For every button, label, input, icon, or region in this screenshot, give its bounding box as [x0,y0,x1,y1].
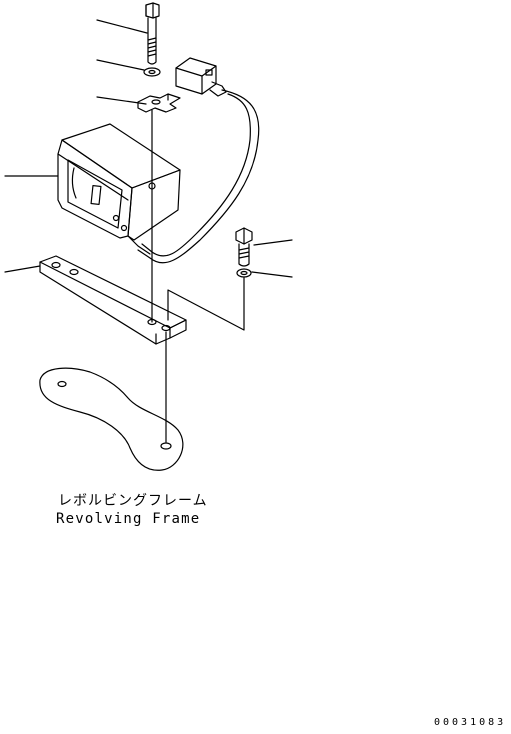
right-washer [236,268,252,278]
wire-harness [137,89,260,264]
assembly-route-line [167,277,245,331]
leader-plate [4,265,41,273]
leader-lines [4,19,293,278]
frame-label-jp: レボルビングフレーム [58,493,208,509]
mounting-plate [39,255,187,345]
revolving-frame [39,367,184,471]
top-bolt [145,2,160,65]
leader-right-bolt [253,239,293,246]
bracket [137,93,181,113]
leader-washer [96,59,145,71]
leader-bracket [96,96,147,105]
connector [175,57,227,97]
controller-box [57,123,181,255]
drawing-number: 00031083 [434,717,507,728]
leader-right-washer [251,271,293,278]
leader-top-bolt [96,19,148,34]
washer [143,67,161,77]
frame-label-en: Revolving Frame [56,511,201,527]
right-bolt [235,227,253,267]
